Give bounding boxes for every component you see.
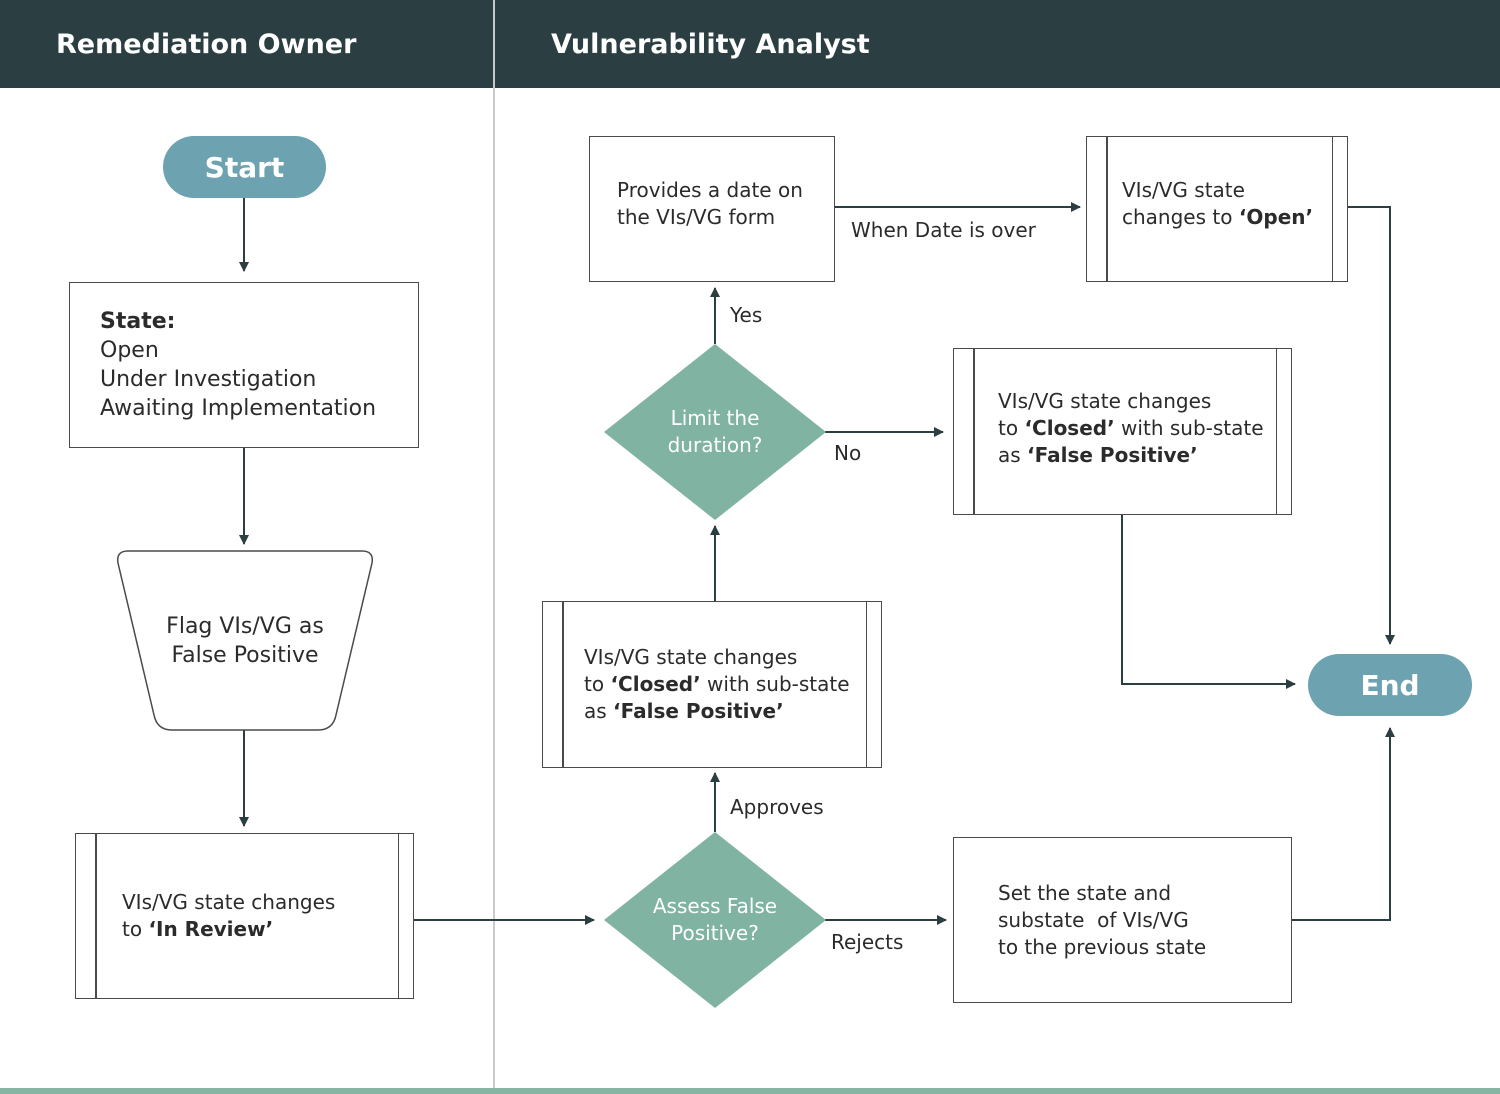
- date-box: Provides a date on the VIs/VG form: [589, 136, 835, 282]
- open-line: changes to ‘Open’: [1122, 205, 1314, 229]
- closed-line: to ‘Closed’ with sub-state: [584, 672, 850, 696]
- closed-line: to ‘Closed’ with sub-state: [998, 416, 1264, 440]
- previous-line: Set the state and: [998, 880, 1172, 905]
- in-review-line: VIs/VG state changes: [122, 890, 336, 914]
- closed-box-right: VIs/VG state changes to ‘Closed’ with su…: [953, 348, 1292, 515]
- limit-line: duration?: [667, 433, 763, 457]
- flag-shape: [116, 550, 374, 731]
- limit-line: Limit the: [670, 406, 760, 430]
- lane-header-vulnerability-analyst: Vulnerability Analyst: [495, 0, 1500, 88]
- flag-line: False Positive: [171, 642, 319, 668]
- bottom-bar: [0, 1088, 1500, 1094]
- edge-label-yes: Yes: [730, 303, 763, 327]
- state-heading: State:: [100, 309, 176, 334]
- previous-line: substate of VIs/VG: [998, 907, 1189, 932]
- lane-title: Vulnerability Analyst: [551, 28, 870, 60]
- state-line: Open: [100, 338, 159, 363]
- in-review-line: to ‘In Review’: [122, 917, 274, 941]
- lane-header-remediation-owner: Remediation Owner: [0, 0, 493, 88]
- closed-line: as ‘False Positive’: [584, 699, 784, 723]
- lane-title: Remediation Owner: [56, 28, 357, 60]
- flag-line: Flag VIs/VG as: [166, 613, 324, 639]
- date-line: Provides a date on: [617, 178, 803, 202]
- arrow-closed-to-end: [1121, 515, 1296, 689]
- edge-label-rejects: Rejects: [831, 930, 904, 954]
- assess-diamond-text: Assess False Positive?: [604, 832, 826, 1008]
- state-line: Under Investigation: [100, 367, 317, 392]
- assess-line: Assess False: [652, 894, 778, 918]
- lane-divider: [493, 0, 495, 1088]
- closed-line: VIs/VG state changes: [584, 645, 798, 669]
- arrow-previous-to-end: [1292, 727, 1395, 921]
- edge-label-date-over: When Date is over: [851, 218, 1036, 242]
- assess-diamond: [604, 832, 826, 1008]
- date-line: the VIs/VG form: [617, 205, 776, 229]
- limit-diamond-text: Limit the duration?: [604, 344, 826, 520]
- edge-label-approves: Approves: [730, 795, 824, 819]
- edge-label-no: No: [834, 441, 862, 465]
- open-box: VIs/VG state changes to ‘Open’: [1086, 136, 1348, 282]
- state-box: State: Open Under Investigation Awaiting…: [69, 282, 419, 448]
- flag-text: Flag VIs/VG as False Positive: [118, 551, 372, 730]
- closed-box-center: VIs/VG state changes to ‘Closed’ with su…: [542, 601, 882, 768]
- closed-line: as ‘False Positive’: [998, 443, 1198, 467]
- open-line: VIs/VG state: [1122, 178, 1245, 202]
- previous-line: to the previous state: [998, 934, 1207, 959]
- assess-line: Positive?: [671, 921, 759, 945]
- start-terminal: Start: [163, 136, 326, 198]
- start-label: Start: [204, 150, 285, 184]
- in-review-box: VIs/VG state changes to ‘In Review’: [75, 833, 414, 999]
- limit-diamond: [604, 344, 826, 520]
- closed-line: VIs/VG state changes: [998, 389, 1212, 413]
- end-terminal: End: [1308, 654, 1472, 716]
- state-line: Awaiting Implementation: [100, 396, 377, 421]
- end-label: End: [1360, 668, 1420, 702]
- previous-state-box: Set the state and substate of VIs/VG to …: [953, 837, 1292, 1003]
- arrow-open-to-end: [1348, 206, 1395, 645]
